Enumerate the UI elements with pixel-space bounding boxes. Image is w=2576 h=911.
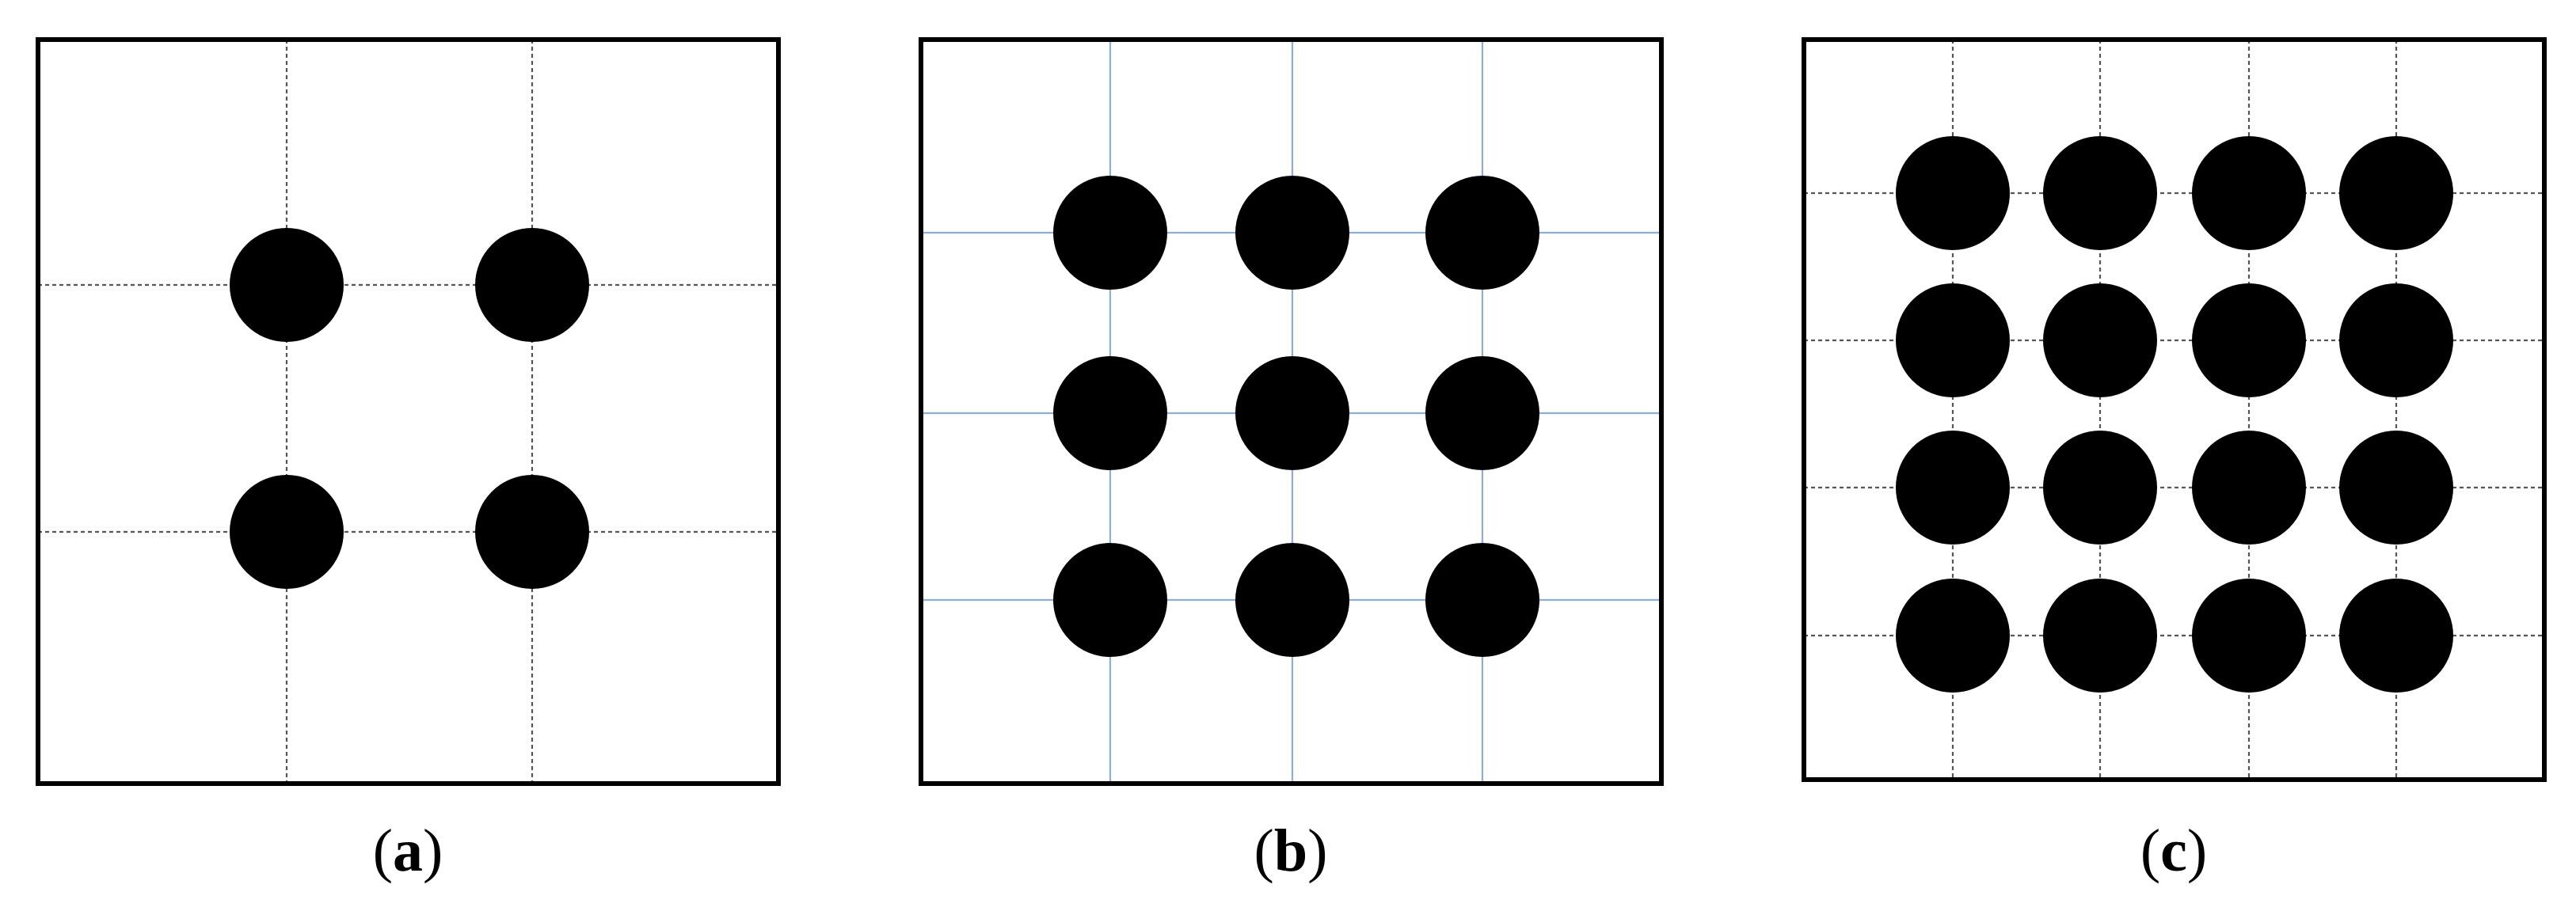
grid-dot bbox=[2339, 136, 2453, 250]
grid-dot bbox=[1896, 579, 2010, 693]
caption-letter: b bbox=[1273, 818, 1308, 884]
grid-dot bbox=[1425, 543, 1539, 657]
grid-dot bbox=[1053, 543, 1167, 657]
grid-dot bbox=[2192, 431, 2306, 545]
panel-b-caption: (b) bbox=[1172, 815, 1410, 886]
grid-dot bbox=[1425, 176, 1539, 290]
panel-a-caption: (a) bbox=[289, 815, 527, 886]
grid-dot bbox=[1235, 356, 1349, 470]
grid-dot bbox=[2043, 283, 2157, 397]
grid-dot bbox=[2043, 579, 2157, 693]
caption-close-paren: ) bbox=[2186, 818, 2208, 884]
grid-dot bbox=[2339, 431, 2453, 545]
grid-dot bbox=[2192, 579, 2306, 693]
grid-dot bbox=[1053, 356, 1167, 470]
grid-dot bbox=[230, 228, 344, 342]
grid-dot bbox=[2192, 283, 2306, 397]
panel-c bbox=[1802, 37, 2547, 782]
caption-close-paren: ) bbox=[423, 818, 443, 884]
grid-dot bbox=[230, 475, 344, 589]
panel-frame bbox=[919, 37, 1664, 786]
grid-dot bbox=[475, 475, 589, 589]
grid-dot bbox=[1235, 543, 1349, 657]
grid-dot bbox=[1425, 356, 1539, 470]
grid-dot bbox=[2339, 579, 2453, 693]
grid-dot bbox=[2043, 136, 2157, 250]
caption-open-paren: ( bbox=[1254, 818, 1274, 884]
panel-background bbox=[38, 40, 778, 784]
grid-dot bbox=[1896, 136, 2010, 250]
panel-a bbox=[36, 37, 781, 786]
grid-dot bbox=[1896, 283, 2010, 397]
grid-dot bbox=[2192, 136, 2306, 250]
caption-letter: c bbox=[2160, 818, 2187, 884]
caption-open-paren: ( bbox=[372, 818, 393, 884]
grid-dot bbox=[475, 228, 589, 342]
caption-letter: a bbox=[393, 818, 423, 884]
caption-open-paren: ( bbox=[2140, 818, 2161, 884]
panel-b bbox=[919, 37, 1664, 786]
panel-frame bbox=[36, 37, 781, 786]
panel-frame bbox=[1802, 37, 2547, 782]
grid-dot bbox=[2043, 431, 2157, 545]
grid-dot bbox=[2339, 283, 2453, 397]
grid-dot bbox=[1896, 431, 2010, 545]
caption-close-paren: ) bbox=[1307, 818, 1328, 884]
panel-c-caption: (c) bbox=[2055, 815, 2293, 886]
grid-dot bbox=[1053, 176, 1167, 290]
grid-dot bbox=[1235, 176, 1349, 290]
